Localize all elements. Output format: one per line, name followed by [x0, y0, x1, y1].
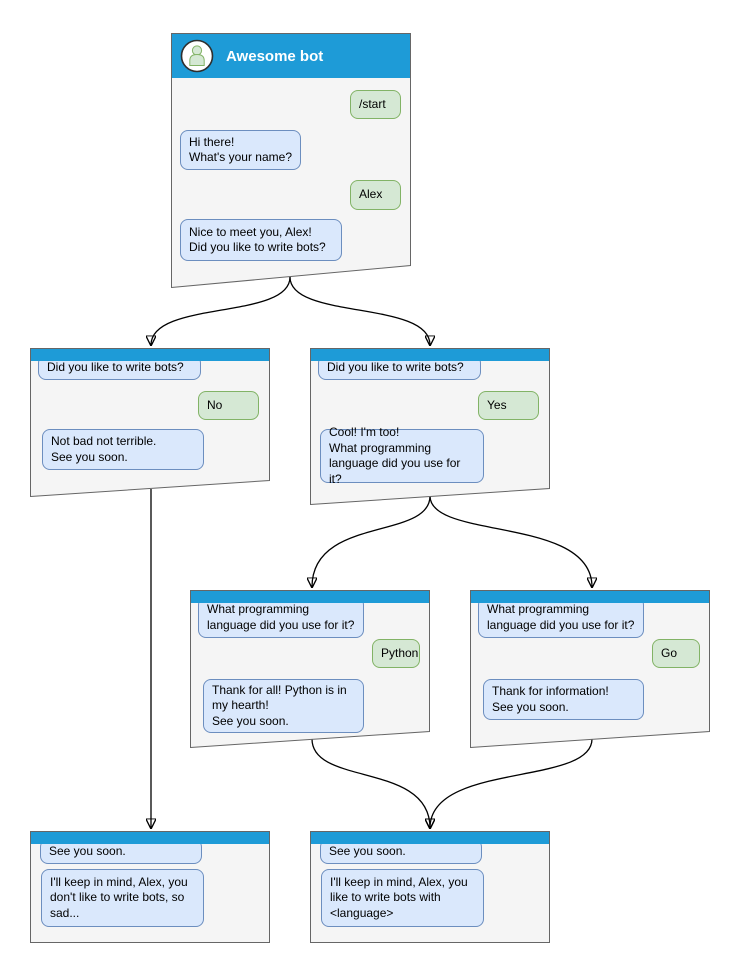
- edge-main-to-yes: [289, 276, 430, 345]
- chat-window-end-negative: See you soon. I'll keep in mind, Alex, y…: [30, 831, 270, 943]
- user-message-start: /start: [350, 90, 401, 119]
- window-titlebar: Awesome bot: [172, 34, 410, 78]
- edge-yes-to-go: [429, 495, 592, 587]
- window-titlebar-strip: [31, 832, 269, 844]
- bot-message-summary: I'll keep in mind, Alex, you like to wri…: [321, 869, 484, 927]
- user-message-name: Alex: [350, 180, 401, 210]
- bot-message-question: What programming language did you use fo…: [198, 597, 364, 638]
- bot-message-reply: Thank for information! See you soon.: [483, 679, 644, 720]
- user-message-no: No: [198, 391, 259, 420]
- bot-message-reply: Not bad not terrible. See you soon.: [42, 429, 204, 470]
- chat-window-lang-go: What programming language did you use fo…: [470, 590, 710, 748]
- edge-yes-to-python: [312, 495, 431, 587]
- edge-go-to-end: [430, 738, 593, 828]
- chat-window-branch-yes: Did you like to write bots? Yes Cool! I'…: [310, 348, 550, 505]
- window-titlebar-strip: [31, 349, 269, 361]
- chat-window-lang-python: What programming language did you use fo…: [190, 590, 430, 748]
- bot-message-greeting: Hi there! What's your name?: [180, 130, 301, 170]
- window-titlebar-strip: [191, 591, 429, 603]
- bot-message-question: What programming language did you use fo…: [478, 597, 644, 638]
- edge-python-to-end: [311, 738, 430, 828]
- bot-message-reply: Cool! I'm too! What programming language…: [320, 425, 484, 486]
- window-titlebar-strip: [471, 591, 709, 603]
- window-titlebar-strip: [311, 832, 549, 844]
- chat-window-main: Awesome bot /start Hi there! What's your…: [171, 33, 411, 288]
- bot-message-reply: Thank for all! Python is in my hearth! S…: [203, 679, 364, 733]
- person-icon: [180, 39, 214, 73]
- bot-message-summary: I'll keep in mind, Alex, you don't like …: [41, 869, 204, 927]
- bot-message-question: Nice to meet you, Alex! Did you like to …: [180, 219, 342, 261]
- chat-window-branch-no: Did you like to write bots? No Not bad n…: [30, 348, 270, 497]
- chat-window-end-positive: See you soon. I'll keep in mind, Alex, y…: [310, 831, 550, 943]
- bot-title: Awesome bot: [226, 47, 324, 65]
- user-message-yes: Yes: [478, 391, 539, 420]
- edge-main-to-no: [151, 276, 291, 345]
- window-titlebar-strip: [311, 349, 549, 361]
- user-message-python: Python: [372, 639, 420, 668]
- user-message-go: Go: [652, 639, 700, 668]
